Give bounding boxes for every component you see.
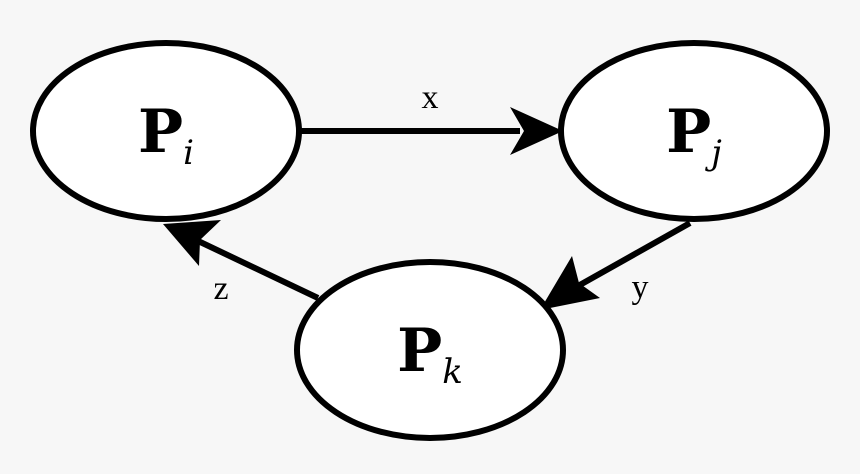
node-pk-ellipse (294, 259, 566, 441)
edge-y-arrowhead (540, 256, 600, 310)
edge-y-label: y (632, 269, 649, 306)
edge-y: y (540, 220, 692, 310)
node-pk-main: P (397, 316, 442, 386)
edge-z-label: z (213, 270, 228, 307)
node-pk-label: Pk (397, 316, 463, 392)
node-pi-main: P (138, 97, 183, 167)
node-pj-label: Pj (666, 97, 722, 173)
node-pj: Pj (558, 40, 830, 222)
node-pk-subscript: k (442, 352, 463, 392)
edge-z-arrowhead (163, 220, 221, 266)
node-pi-label: Pi (138, 97, 194, 173)
node-pi-subscript: i (183, 133, 194, 173)
edge-z-line (194, 237, 320, 301)
edge-z: z (163, 220, 320, 307)
node-pk: Pk (294, 259, 566, 441)
node-pj-ellipse (558, 40, 830, 222)
edge-x-label: x (422, 79, 439, 116)
node-pj-main: P (666, 97, 711, 167)
node-pi: Pi (30, 40, 302, 222)
edge-y-line (576, 220, 692, 289)
edge-x-arrowhead (510, 107, 563, 155)
edge-x: x (298, 79, 563, 155)
node-pi-ellipse (30, 40, 302, 222)
